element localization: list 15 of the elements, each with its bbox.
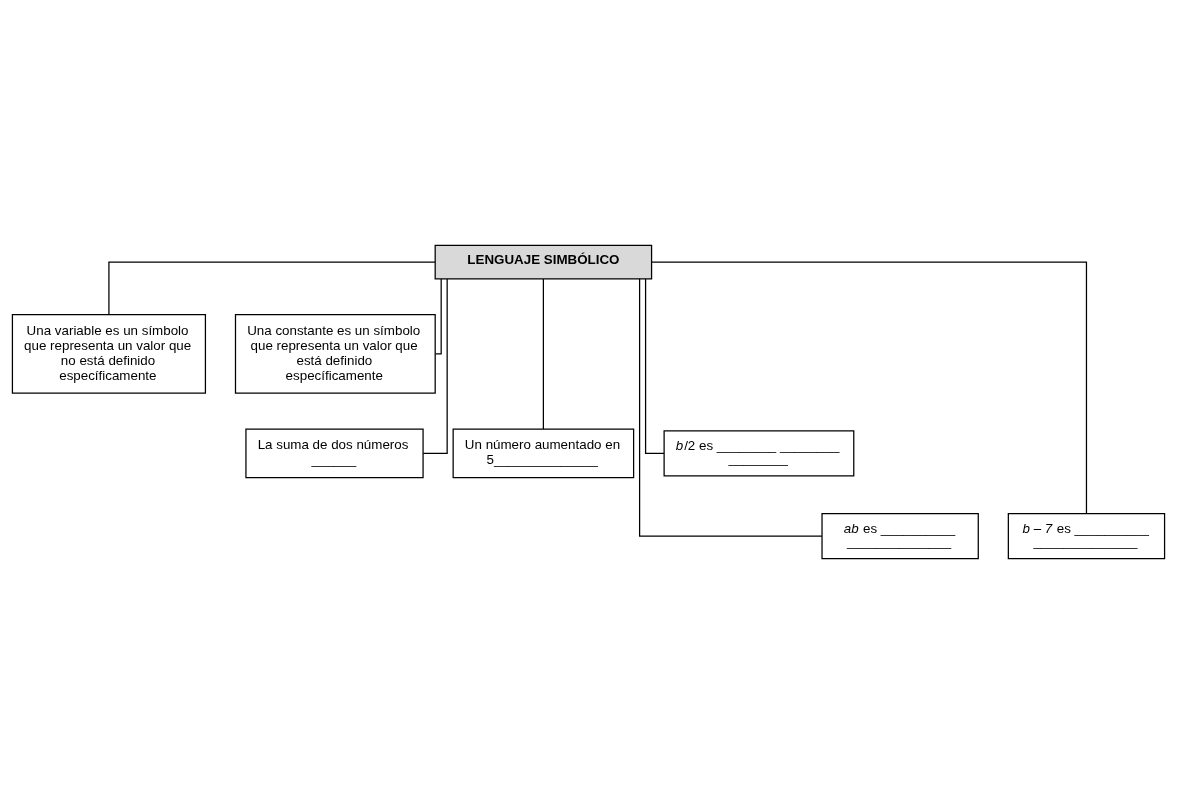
connector <box>422 277 448 454</box>
node-box: b/2 es ________ ________ ________ <box>663 429 855 477</box>
connector <box>108 260 436 315</box>
connector <box>434 277 442 355</box>
connector <box>542 277 544 430</box>
node-box: Una constante es un símbolo que representa un valor que está definido específicamente <box>234 313 436 394</box>
node-box: LENGUAJE SIMBÓLICO <box>434 244 653 279</box>
connector <box>644 277 665 454</box>
node-box: Una variable es un símbolo que representa un valor que no está definido específicamente <box>11 313 207 394</box>
connector <box>639 277 823 537</box>
node-box: b – 7 es __________ ______________ <box>1007 512 1166 559</box>
node-box: La suma de dos números ______ <box>245 428 424 478</box>
node-box: Un número aumentado en 5______________ <box>452 428 635 478</box>
connector <box>651 260 1088 514</box>
node-box: ab es __________ ______________ <box>821 512 979 559</box>
